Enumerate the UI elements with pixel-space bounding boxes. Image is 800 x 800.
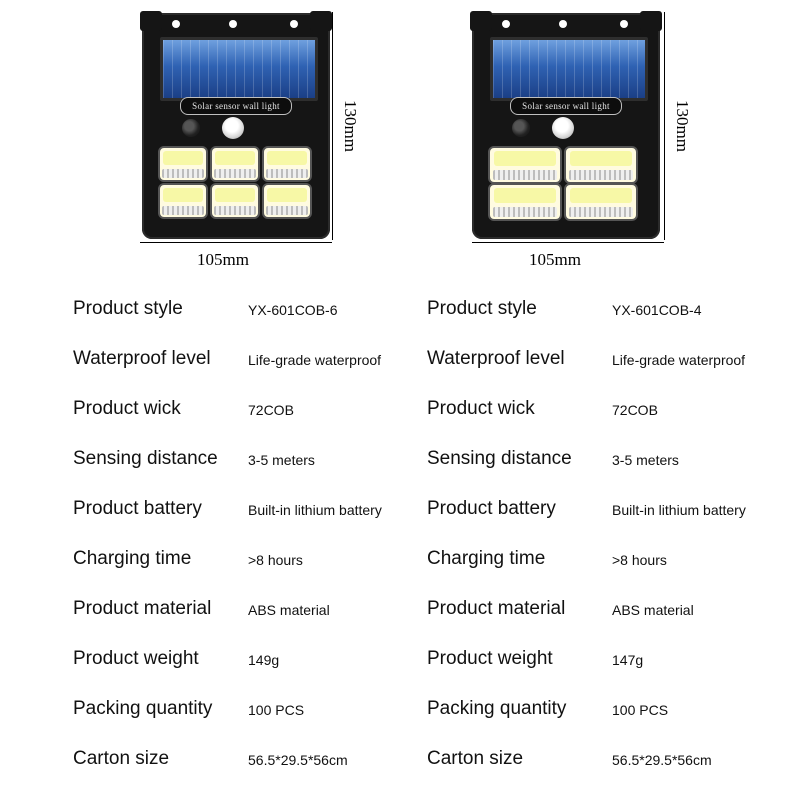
spec-row: Carton size 56.5*29.5*56cm bbox=[73, 742, 433, 792]
spec-value: >8 hours bbox=[248, 552, 303, 568]
spec-table-6cob: Product style YX-601COB-6 Waterproof leve… bbox=[73, 292, 433, 792]
spec-row: Waterproof level Life-grade waterproof bbox=[427, 342, 787, 392]
spec-label: Carton size bbox=[73, 748, 170, 769]
spec-value: Built-in lithium battery bbox=[612, 502, 746, 518]
spec-value: >8 hours bbox=[612, 552, 667, 568]
spec-table-4cob: Product style YX-601COB-4 Waterproof leve… bbox=[427, 292, 787, 792]
motion-sensor bbox=[222, 117, 244, 139]
light-sensor bbox=[512, 119, 530, 137]
spec-value: 147g bbox=[612, 652, 644, 668]
spec-label: Charging time bbox=[73, 548, 192, 569]
mounting-hole bbox=[559, 20, 567, 28]
height-dimension-line bbox=[664, 12, 665, 240]
spec-value: 3-5 meters bbox=[612, 452, 679, 468]
spec-row: Product weight 147g bbox=[427, 642, 787, 692]
height-dimension-label: 130mm bbox=[673, 100, 692, 152]
spec-label: Product wick bbox=[73, 398, 181, 419]
width-dimension-line bbox=[140, 242, 332, 243]
spec-row: Product material ABS material bbox=[73, 592, 433, 642]
mounting-hole bbox=[620, 20, 628, 28]
solar-panel bbox=[490, 37, 648, 101]
spec-row: Packing quantity 100 PCS bbox=[427, 692, 787, 742]
spec-label: Product weight bbox=[73, 648, 199, 669]
cob-led-module bbox=[210, 183, 260, 219]
spec-label: Charging time bbox=[427, 548, 546, 569]
spec-value: 100 PCS bbox=[612, 702, 669, 718]
spec-label: Product material bbox=[73, 598, 212, 619]
mounting-hole bbox=[290, 20, 298, 28]
product-image-6cob: Solar sensor wall light bbox=[140, 10, 340, 240]
spec-row: Product battery Built-in lithium battery bbox=[73, 492, 433, 542]
height-dimension-label: 130mm bbox=[341, 100, 360, 152]
spec-label: Waterproof level bbox=[73, 348, 211, 369]
cob-led-module bbox=[210, 146, 260, 182]
product-image-4cob: Solar sensor wall light bbox=[470, 10, 670, 240]
spec-row: Charging time >8 hours bbox=[427, 542, 787, 592]
cob-led-module bbox=[564, 183, 638, 221]
solar-wall-light-body: Solar sensor wall light bbox=[140, 11, 332, 239]
spec-label: Product battery bbox=[73, 498, 202, 519]
motion-sensor bbox=[552, 117, 574, 139]
spec-row: Product wick 72COB bbox=[73, 392, 433, 442]
spec-value: Built-in lithium battery bbox=[248, 502, 382, 518]
spec-value: YX-601COB-6 bbox=[248, 302, 338, 318]
spec-row: Product material ABS material bbox=[427, 592, 787, 642]
spec-label: Product weight bbox=[427, 648, 553, 669]
spec-row: Charging time >8 hours bbox=[73, 542, 433, 592]
spec-row: Packing quantity 100 PCS bbox=[73, 692, 433, 742]
solar-panel bbox=[160, 37, 318, 101]
light-sensor bbox=[182, 119, 200, 137]
spec-row: Waterproof level Life-grade waterproof bbox=[73, 342, 433, 392]
spec-value: ABS material bbox=[248, 602, 330, 618]
mounting-hole bbox=[172, 20, 180, 28]
cob-led-module bbox=[262, 183, 312, 219]
cob-led-module bbox=[262, 146, 312, 182]
spec-value: 56.5*29.5*56cm bbox=[612, 752, 712, 768]
spec-value: 149g bbox=[248, 652, 280, 668]
spec-label: Packing quantity bbox=[73, 698, 213, 719]
cob-led-module bbox=[158, 183, 208, 219]
product-band-label: Solar sensor wall light bbox=[180, 97, 292, 115]
spec-value: 100 PCS bbox=[248, 702, 305, 718]
width-dimension-label: 105mm bbox=[529, 250, 581, 269]
spec-row: Product wick 72COB bbox=[427, 392, 787, 442]
spec-value: ABS material bbox=[612, 602, 694, 618]
spec-label: Sensing distance bbox=[73, 448, 218, 469]
cob-led-module bbox=[488, 146, 562, 184]
spec-value: 72COB bbox=[248, 402, 294, 418]
spec-value: Life-grade waterproof bbox=[248, 352, 382, 368]
mounting-hole bbox=[229, 20, 237, 28]
cob-led-module bbox=[564, 146, 638, 184]
spec-row: Product style YX-601COB-4 bbox=[427, 292, 787, 342]
spec-row: Product battery Built-in lithium battery bbox=[427, 492, 787, 542]
spec-label: Product style bbox=[73, 298, 183, 319]
spec-value: 3-5 meters bbox=[248, 452, 315, 468]
solar-wall-light-body: Solar sensor wall light bbox=[470, 11, 662, 239]
spec-row: Carton size 56.5*29.5*56cm bbox=[427, 742, 787, 792]
spec-label: Product wick bbox=[427, 398, 535, 419]
spec-value: YX-601COB-4 bbox=[612, 302, 702, 318]
spec-label: Sensing distance bbox=[427, 448, 572, 469]
spec-label: Product material bbox=[427, 598, 566, 619]
spec-row: Product weight 149g bbox=[73, 642, 433, 692]
spec-label: Packing quantity bbox=[427, 698, 567, 719]
spec-label: Waterproof level bbox=[427, 348, 565, 369]
cob-led-module bbox=[488, 183, 562, 221]
spec-row: Sensing distance 3-5 meters bbox=[73, 442, 433, 492]
cob-led-module bbox=[158, 146, 208, 182]
width-dimension-label: 105mm bbox=[197, 250, 249, 269]
spec-label: Carton size bbox=[427, 748, 524, 769]
spec-value: 72COB bbox=[612, 402, 658, 418]
spec-value: 56.5*29.5*56cm bbox=[248, 752, 348, 768]
spec-label: Product battery bbox=[427, 498, 556, 519]
spec-value: Life-grade waterproof bbox=[612, 352, 746, 368]
spec-row: Sensing distance 3-5 meters bbox=[427, 442, 787, 492]
spec-row: Product style YX-601COB-6 bbox=[73, 292, 433, 342]
height-dimension-line bbox=[332, 12, 333, 240]
mounting-hole bbox=[502, 20, 510, 28]
spec-label: Product style bbox=[427, 298, 537, 319]
product-band-label: Solar sensor wall light bbox=[510, 97, 622, 115]
width-dimension-line bbox=[472, 242, 664, 243]
